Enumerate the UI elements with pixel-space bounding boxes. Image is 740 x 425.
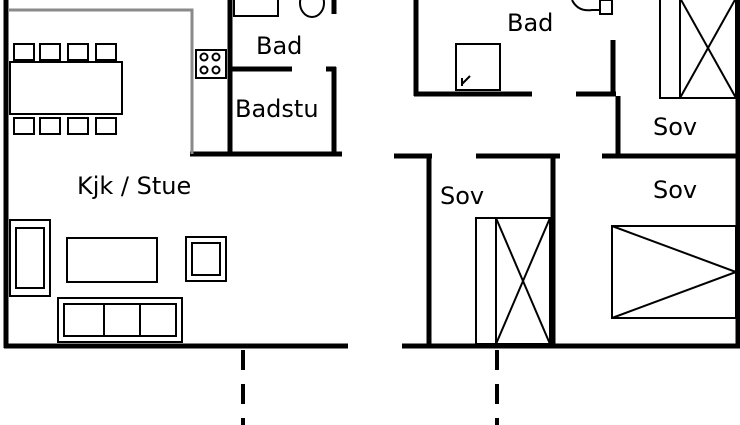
coffee-table-icon xyxy=(66,237,158,283)
wardrobe-middle-icon xyxy=(475,217,551,345)
room-label-bad-left: Bad xyxy=(256,32,302,60)
room-label-kjk-stue: Kjk / Stue xyxy=(77,172,191,200)
armchair-right-icon xyxy=(185,236,227,282)
outer-walls xyxy=(3,0,740,349)
room-label-sov-right: Sov xyxy=(653,176,697,204)
sofa-icon xyxy=(57,297,183,343)
room-label-sov-top-right: Sov xyxy=(653,113,697,141)
room-label-badstu: Badstu xyxy=(235,95,319,123)
sink-icon xyxy=(233,0,279,17)
armchair-left-icon xyxy=(9,219,51,297)
bed-icon xyxy=(611,225,739,319)
shower-icon xyxy=(455,43,501,91)
dining-table-icon xyxy=(9,43,123,135)
kitchen-counter xyxy=(8,8,194,154)
stove-icon xyxy=(195,49,227,79)
interior-walls xyxy=(190,0,740,348)
room-label-sov-middle: Sov xyxy=(440,182,484,210)
exterior-markers xyxy=(241,350,499,425)
right-toilet-icon xyxy=(571,0,613,15)
wardrobe-top-right-icon xyxy=(659,0,737,99)
room-label-bad-right: Bad xyxy=(507,9,553,37)
toilet-icon xyxy=(299,0,325,18)
